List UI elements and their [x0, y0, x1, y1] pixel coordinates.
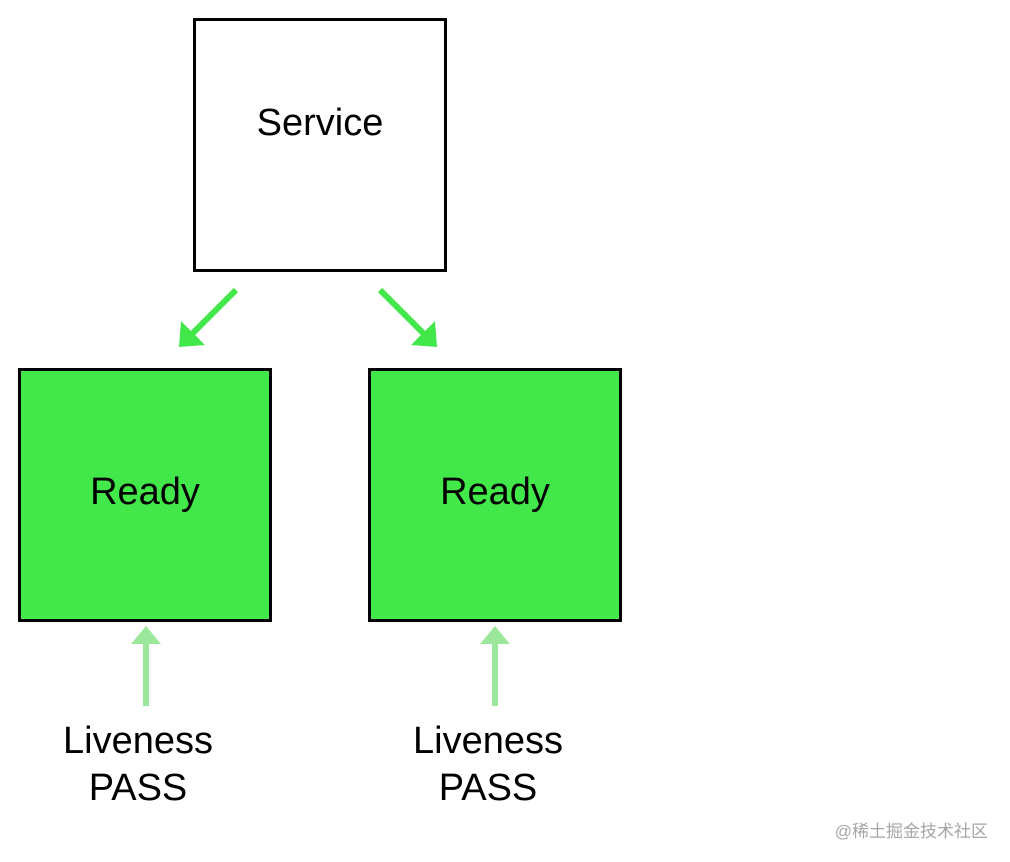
right-probe-line2: PASS — [438, 767, 538, 809]
left-liveness-arrow — [131, 626, 161, 706]
service-node: Service — [193, 18, 447, 272]
watermark: @稀土掘金技术社区 — [834, 822, 988, 841]
left-probe-line1: Liveness — [63, 720, 213, 762]
left-liveness-probe-label: Liveness PASS — [38, 718, 238, 812]
service-label: Service — [256, 101, 384, 144]
right-liveness-probe-label: Liveness PASS — [388, 718, 588, 812]
pod-left-status-label: Ready — [90, 470, 200, 513]
pod-right-node: Ready — [368, 368, 622, 622]
right-probe-line1: Liveness — [413, 720, 563, 762]
pod-left-node: Ready — [18, 368, 272, 622]
pod-right-status-label: Ready — [440, 470, 550, 513]
service-to-left-pod-arrow — [179, 287, 239, 347]
left-probe-line2: PASS — [88, 767, 188, 809]
right-liveness-arrow — [480, 626, 510, 706]
service-to-right-pod-arrow — [377, 287, 437, 347]
